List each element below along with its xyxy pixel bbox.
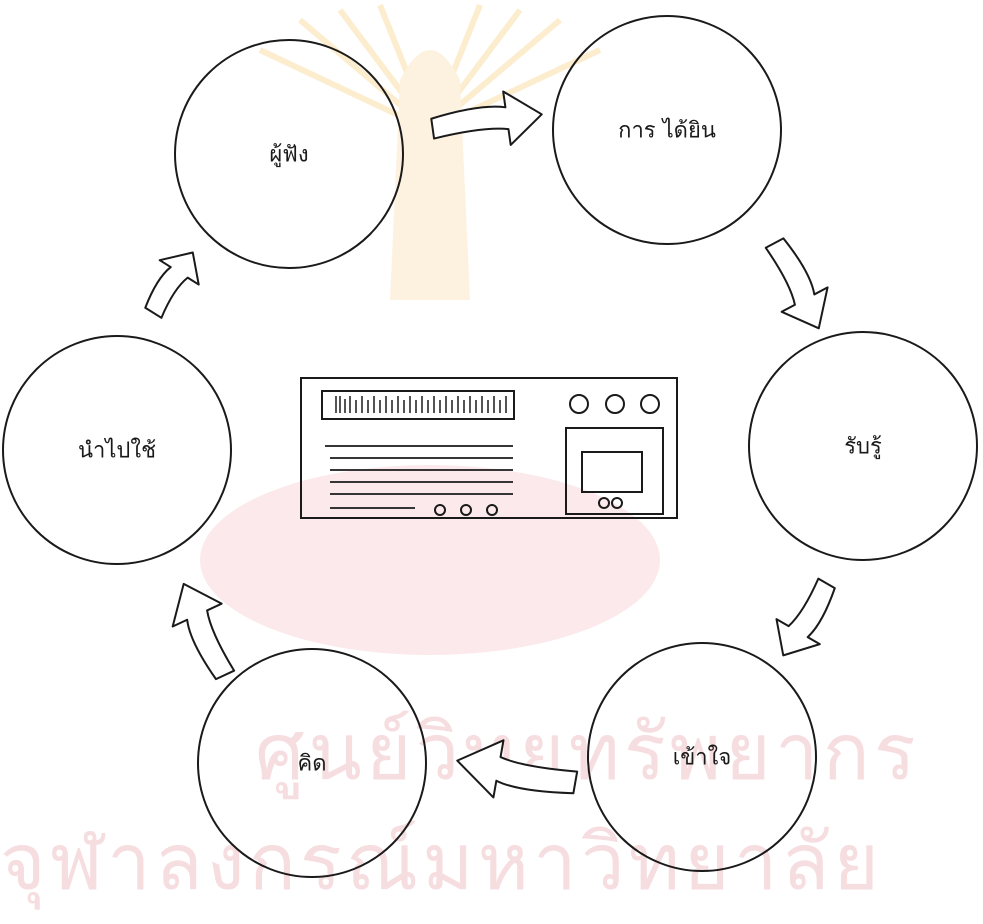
- diagram-canvas: [2, 3, 978, 878]
- arrow-apply-to-listener: [144, 251, 200, 319]
- arrow-perceive-to-understand: [775, 577, 836, 657]
- node-circle-perceive: [748, 331, 978, 561]
- node-label-think: คิด: [297, 751, 327, 777]
- node-circle-apply: [2, 335, 232, 565]
- arrow-understand-to-think: [456, 739, 579, 799]
- node-circle-listener: [174, 39, 404, 269]
- watermark-line-2: จุฬาลงกรณ์มหาวิทยาลัย: [0, 818, 884, 908]
- radio-icon: [300, 377, 678, 519]
- listening-process-diagram: ศูนย์วิทยทรัพยากร จุฬาลงกรณ์มหาวิทยาลัย: [0, 3, 978, 908]
- node-circle-think: [197, 648, 427, 878]
- watermark-emblem: [200, 3, 660, 655]
- node-circle-hearing: [552, 15, 782, 245]
- node-circle-understand: [587, 642, 817, 872]
- node-label-hearing: การ ได้ยิน: [618, 118, 716, 144]
- node-label-perceive: รับรู้: [844, 434, 882, 460]
- node-label-apply: นำไปใช้: [77, 438, 157, 464]
- arrow-hearing-to-perceive: [764, 237, 829, 330]
- watermark-line-1: ศูนย์วิทยทรัพยากร: [255, 708, 920, 798]
- arrow-think-to-apply: [171, 582, 236, 681]
- arrow-listener-to-hearing: [430, 90, 543, 146]
- node-label-listener: ผู้ฟัง: [269, 142, 309, 168]
- node-label-understand: เข้าใจ: [672, 745, 732, 771]
